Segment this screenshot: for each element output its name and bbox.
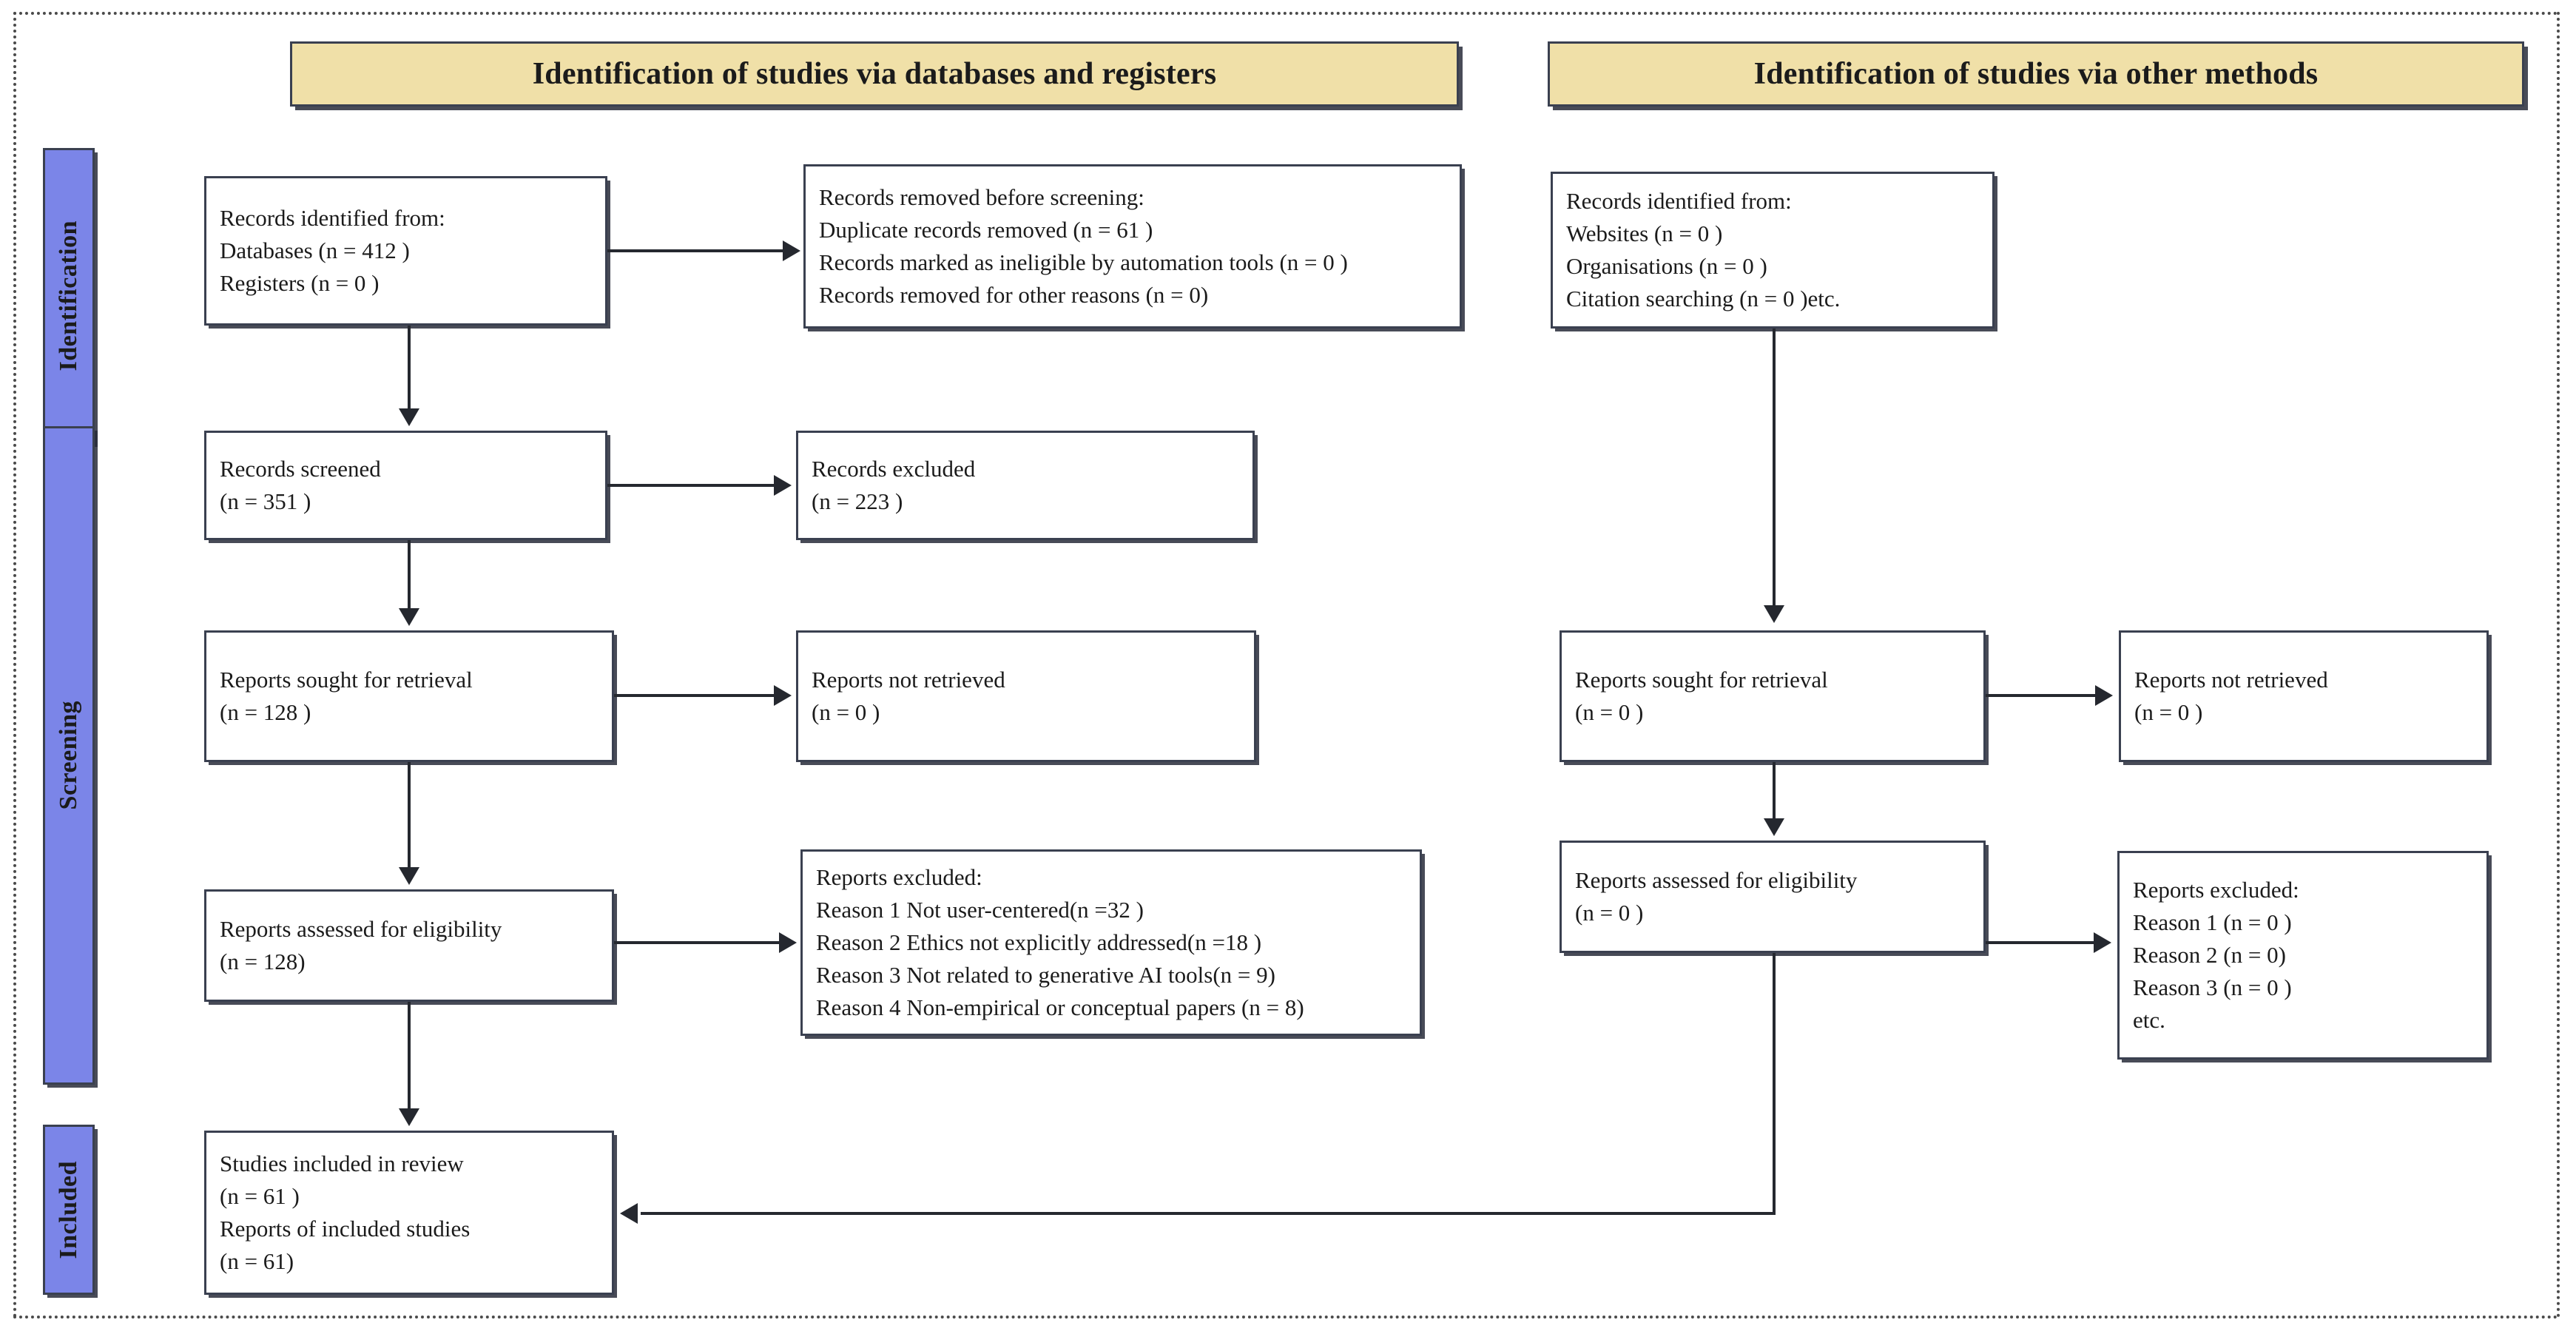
banner-databases-registers: Identification of studies via databases … [290, 41, 1459, 107]
box-line: (n = 0 ) [1575, 699, 1644, 725]
box-line: Reason 1 (n = 0 ) [2133, 909, 2292, 935]
box-left-records-identified: Records identified from: Databases (n = … [204, 176, 607, 326]
stage-included-text: Included [55, 1160, 82, 1259]
connector-right-sought-to-assessed [1773, 762, 1776, 823]
box-line: (n = 61 ) [220, 1182, 300, 1209]
arrowhead-right-sought-to-not-retrieved [2095, 685, 2113, 706]
box-line: Registers (n = 0 ) [220, 270, 380, 296]
connector-right-identified-to-sought [1773, 329, 1776, 608]
box-line: etc. [2133, 1007, 2165, 1034]
box-line: (n = 351 ) [220, 488, 311, 514]
box-line: Reason 3 Not related to generative AI to… [816, 962, 1275, 988]
box-line: (n = 128) [220, 949, 306, 974]
stage-screening-text: Screening [55, 701, 82, 810]
connector-assessed-to-excluded [614, 941, 781, 944]
connector-screened-to-excluded [607, 484, 776, 487]
stage-label-included: Included [43, 1125, 95, 1295]
connector-assessed-to-included [408, 1002, 411, 1111]
connector-right-sought-to-not-retrieved [1986, 694, 2097, 697]
box-line: Studies included in review [220, 1150, 464, 1176]
connector-sought-to-assessed [408, 762, 411, 872]
box-left-reports-assessed: Reports assessed for eligibility (n = 12… [204, 889, 614, 1002]
box-left-reports-sought: Reports sought for retrieval (n = 128 ) [204, 630, 614, 762]
box-line: Reports sought for retrieval [220, 666, 473, 693]
box-left-reports-not-retrieved: Reports not retrieved (n = 0 ) [796, 630, 1256, 762]
connector-right-assessed-down [1773, 953, 1776, 1213]
box-left-studies-included: Studies included in review (n = 61 ) Rep… [204, 1131, 614, 1295]
box-right-reports-sought: Reports sought for retrieval (n = 0 ) [1560, 630, 1986, 762]
box-line: Records screened [220, 455, 381, 482]
arrowhead-identified-to-removed [783, 240, 800, 261]
box-line: Records excluded [812, 455, 976, 482]
banner-databases-label: Identification of studies via databases … [532, 57, 1217, 91]
connector-right-to-studies-included [641, 1212, 1776, 1215]
box-line: Reason 2 (n = 0) [2133, 941, 2286, 968]
box-line: Reports excluded: [816, 863, 982, 890]
connector-sought-to-not-retrieved [614, 694, 777, 697]
arrowhead-assessed-to-excluded [779, 932, 797, 953]
box-line: (n = 128 ) [220, 699, 311, 725]
arrowhead-screened-to-excluded [774, 475, 792, 496]
box-line: Records marked as ineligible by automati… [819, 249, 1348, 275]
arrowhead-sought-to-not-retrieved [774, 685, 792, 706]
box-line: Reports excluded: [2133, 876, 2299, 903]
box-right-reports-assessed: Reports assessed for eligibility (n = 0 … [1560, 841, 1986, 953]
box-line: Reports of included studies [220, 1216, 471, 1242]
box-line: Reason 4 Non-empirical or conceptual pap… [816, 994, 1304, 1021]
box-line: (n = 0 ) [1575, 900, 1644, 926]
stage-label-identification: Identification [43, 148, 95, 444]
box-left-records-excluded: Records excluded (n = 223 ) [796, 431, 1255, 540]
box-left-records-removed: Records removed before screening: Duplic… [803, 164, 1462, 329]
box-line: Records removed before screening: [819, 183, 1144, 210]
box-line: Records identified from: [1566, 187, 1792, 214]
box-line: Reason 3 (n = 0 ) [2133, 974, 2292, 1000]
box-line: Reports not retrieved [812, 666, 1005, 693]
arrowhead-assessed-to-included [399, 1108, 419, 1126]
arrowhead-right-to-studies-included [620, 1203, 638, 1224]
box-left-reports-excluded: Reports excluded: Reason 1 Not user-cent… [800, 849, 1422, 1036]
box-line: (n = 61) [220, 1248, 294, 1275]
arrowhead-right-sought-to-assessed [1764, 818, 1784, 836]
box-line: Reports assessed for eligibility [220, 915, 502, 942]
box-left-records-screened: Records screened (n = 351 ) [204, 431, 607, 540]
box-line: Duplicate records removed (n = 61 ) [819, 216, 1153, 243]
box-line: Reports not retrieved [2134, 666, 2328, 693]
box-line: Databases (n = 412 ) [220, 237, 410, 263]
box-line: (n = 223 ) [812, 488, 903, 514]
box-line: Reports sought for retrieval [1575, 666, 1828, 693]
box-line: Websites (n = 0 ) [1566, 220, 1723, 246]
arrowhead-sought-to-assessed [399, 867, 419, 885]
arrowhead-identified-to-screened [399, 408, 419, 426]
box-line: Records removed for other reasons (n = 0… [819, 282, 1209, 309]
box-line: Records identified from: [220, 204, 445, 231]
box-right-records-identified: Records identified from: Websites (n = 0… [1551, 172, 1995, 329]
connector-identified-to-screened [408, 326, 411, 413]
arrowhead-right-identified-to-sought [1764, 605, 1784, 623]
arrowhead-screened-to-sought [399, 608, 419, 626]
box-right-reports-excluded: Reports excluded: Reason 1 (n = 0 ) Reas… [2117, 851, 2489, 1060]
box-line: (n = 0 ) [812, 699, 880, 725]
box-line: Reports assessed for eligibility [1575, 866, 1858, 893]
connector-screened-to-sought [408, 540, 411, 613]
box-line: Organisations (n = 0 ) [1566, 253, 1767, 279]
box-line: Reason 1 Not user-centered(n =32 ) [816, 896, 1144, 923]
box-line: Reason 2 Ethics not explicitly addressed… [816, 929, 1262, 955]
stage-identification-text: Identification [55, 220, 82, 371]
connector-identified-to-removed [607, 249, 785, 252]
arrowhead-right-assessed-to-excluded [2094, 932, 2111, 953]
connector-right-assessed-to-excluded [1986, 941, 2097, 944]
box-line: (n = 0 ) [2134, 699, 2203, 725]
box-right-reports-not-retrieved: Reports not retrieved (n = 0 ) [2119, 630, 2489, 762]
stage-label-screening: Screening [43, 426, 95, 1085]
banner-other-label: Identification of studies via other meth… [1753, 57, 2319, 91]
banner-other-methods: Identification of studies via other meth… [1548, 41, 2524, 107]
box-line: Citation searching (n = 0 )etc. [1566, 286, 1841, 312]
